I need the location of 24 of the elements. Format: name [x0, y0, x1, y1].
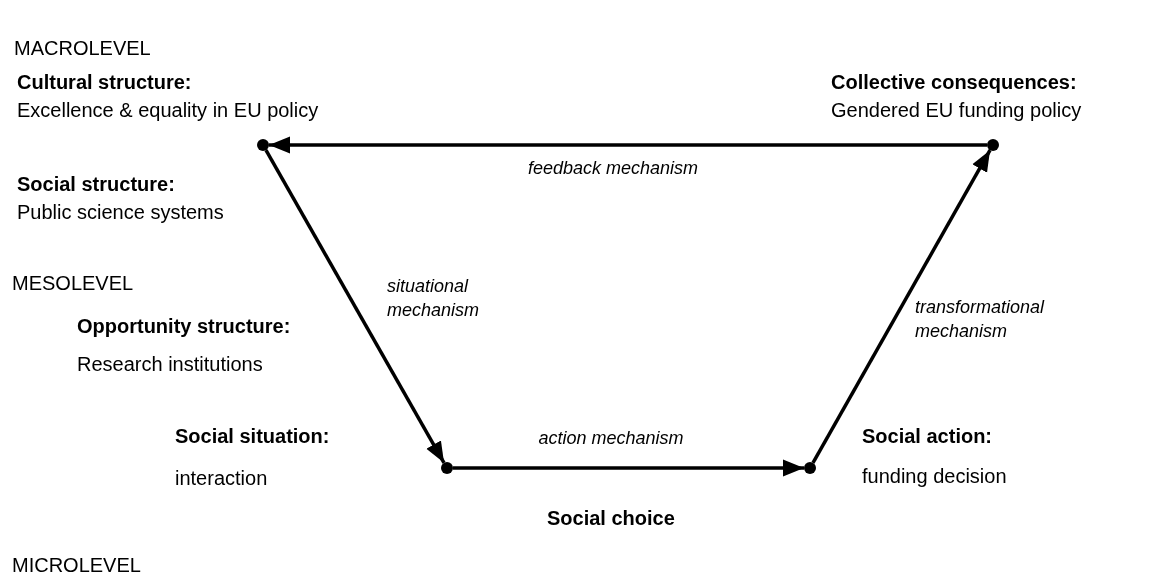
junction-dot [257, 139, 269, 151]
arrow [453, 459, 804, 477]
structure-text: interaction [175, 466, 268, 490]
level-heading: MACROLEVEL [14, 36, 151, 60]
structure-text: Excellence & equality in EU policy [17, 98, 319, 122]
junction-dot [441, 462, 453, 474]
structure-heading: Social situation: [175, 424, 330, 448]
structure-heading: Social structure: [17, 172, 175, 196]
structure-heading: Social choice [547, 506, 675, 530]
structure-text: Research institutions [77, 352, 263, 376]
arrow [264, 149, 446, 464]
arrow [269, 136, 987, 154]
structure-text: Gendered EU funding policy [831, 98, 1082, 122]
arrow [811, 149, 992, 464]
structure-text: funding decision [862, 464, 1007, 488]
structure-heading: Cultural structure: [17, 70, 192, 94]
level-heading: MICROLEVEL [12, 553, 141, 577]
level-heading: MESOLEVEL [12, 271, 134, 295]
structure-heading: Collective consequences: [831, 70, 1077, 94]
structure-text: Public science systems [17, 200, 224, 224]
junction-dot [987, 139, 999, 151]
structure-heading: Social action: [862, 424, 993, 448]
structure-heading: Opportunity structure: [77, 314, 291, 338]
junction-dot [804, 462, 816, 474]
